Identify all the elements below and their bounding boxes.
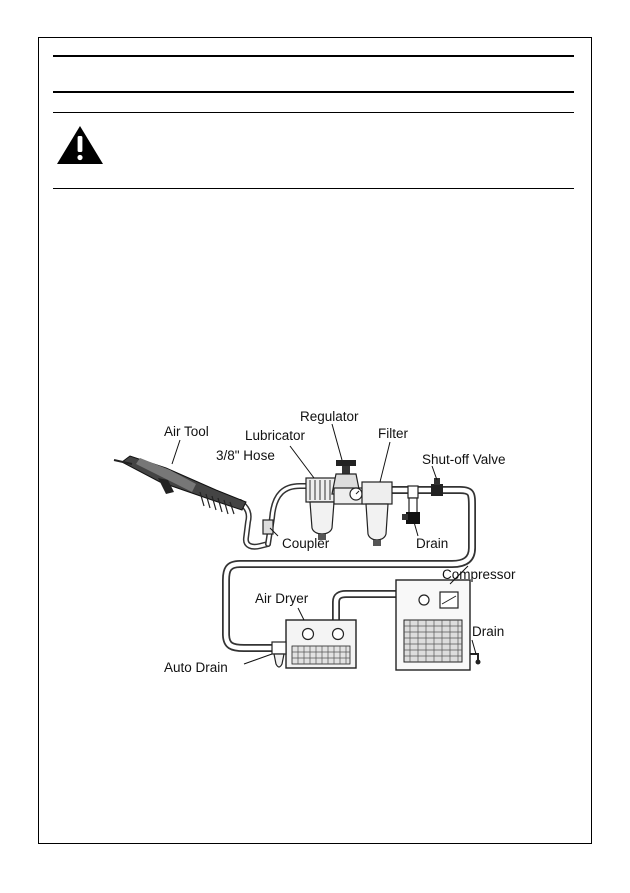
filter-icon [361,481,393,546]
label-drain-bottom: Drain [472,624,504,639]
label-filter: Filter [378,426,409,441]
label-regulator: Regulator [300,409,359,424]
air-tool-icon [113,455,247,515]
label-air-tool: Air Tool [164,424,209,439]
header-rule-top [53,55,574,58]
auto-drain-icon [271,641,287,668]
footer-rule-left [38,843,287,845]
air-system-diagram: Air Tool Regulator Lubricator Filter 3/8… [113,409,516,675]
lubricator-icon [305,477,339,540]
compressor-icon [395,579,481,671]
label-coupler: Coupler [282,536,330,551]
label-air-dryer: Air Dryer [255,591,309,606]
warning-rule-top [53,112,574,114]
warning-rule-bottom [53,188,574,190]
label-compressor: Compressor [442,567,516,582]
regulator-icon [331,460,365,505]
label-shut-off-valve: Shut-off Valve [422,452,506,467]
air-dryer-icon [285,619,357,669]
drain-tee-icon [402,485,420,524]
label-hose: 3/8" Hose [216,448,275,463]
coupler-icon [262,519,274,535]
page-frame [38,37,592,844]
label-auto-drain: Auto Drain [164,660,228,675]
label-drain-top: Drain [416,536,448,551]
warning-triangle-icon [57,126,103,164]
shut-off-valve-icon [431,478,443,496]
header-rule-bottom [53,91,574,94]
footer-rule-right [326,843,592,845]
label-lubricator: Lubricator [245,428,306,443]
